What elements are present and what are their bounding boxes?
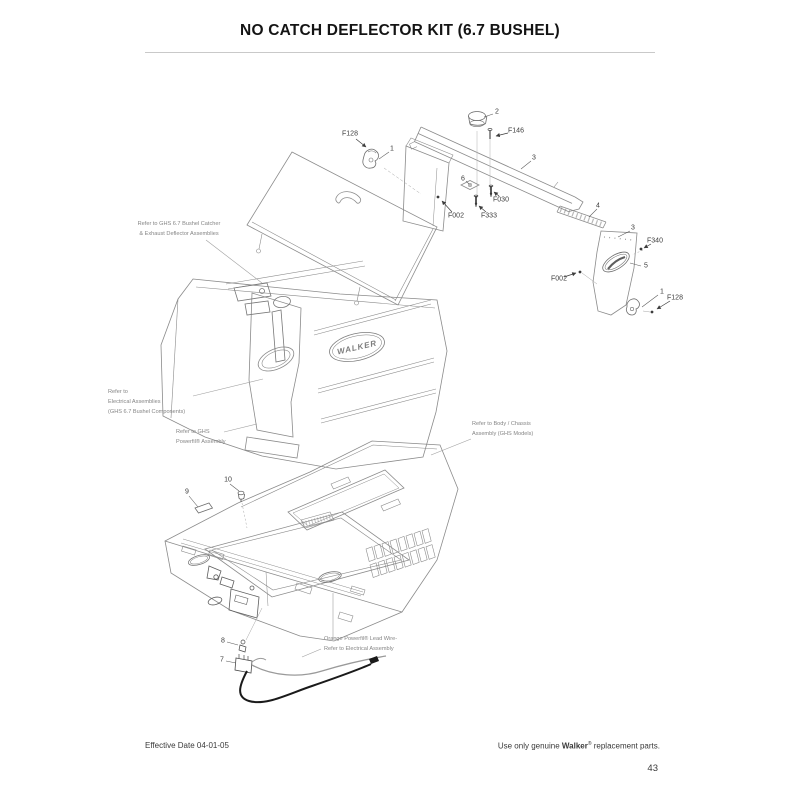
registered-mark: ® (587, 741, 592, 747)
note-catcher-assemblies: Refer to GHS 6.7 Bushel Catcher & Exhaus… (137, 221, 221, 237)
lead-wire-assembly-drawing (234, 639, 387, 704)
callout-6: 6 (461, 175, 465, 183)
callout-F333: F333 (481, 212, 497, 220)
catcher-box-drawing (160, 151, 448, 470)
note-leader-lines (192, 239, 472, 658)
side-panel-assembly-drawing (556, 205, 654, 316)
genuine-prefix: Use only genuine (497, 741, 562, 751)
page-number: 43 (647, 763, 658, 774)
genuine-suffix: replacement parts. (591, 741, 660, 751)
callout-2: 2 (495, 108, 499, 116)
catcher-logo-decal: WALKER (329, 332, 385, 362)
callout-3-panel: 3 (631, 224, 635, 232)
effective-date: Effective Date 04-01-05 (145, 741, 229, 750)
genuine-parts-note: Use only genuine Walker® replacement par… (498, 741, 660, 751)
callout-9: 9 (185, 488, 189, 496)
callout-7: 7 (220, 656, 224, 664)
callout-leader-lines (188, 113, 671, 664)
brand-name: Walker (561, 741, 588, 751)
callout-10: 10 (224, 476, 232, 484)
callout-F340: F340 (647, 237, 663, 245)
callout-1-upper: 1 (390, 145, 394, 153)
callout-1-panel: 1 (660, 288, 664, 296)
callout-3-deflector: 3 (532, 154, 536, 162)
callout-F030: F030 (493, 196, 509, 204)
chassis-deck-drawing (164, 440, 459, 642)
deflector-assembly-drawing (362, 111, 584, 232)
callout-4: 4 (596, 202, 600, 210)
catcher-logo-text: WALKER (336, 339, 378, 357)
callout-F128-upper: F128 (342, 130, 358, 138)
callout-F002-upper: F002 (448, 212, 464, 220)
note-electrical-assemblies: Refer to Electrical Assemblies (GHS 6.7 … (108, 389, 186, 415)
page-title: NO CATCH DEFLECTOR KIT (6.7 BUSHEL) (240, 22, 560, 39)
callout-5: 5 (644, 262, 648, 270)
callout-F002-panel: F002 (551, 275, 567, 283)
note-lead-wire: Orange Powerfil® Lead Wire- Refer to Ele… (324, 636, 398, 652)
callout-8: 8 (221, 637, 225, 645)
note-body-chassis-assembly: Refer to Body / Chassis Assembly (GHS Mo… (472, 421, 534, 437)
callout-F128-panel: F128 (667, 294, 683, 302)
note-powerfil-assembly: Refer to GHS Powerfil® Assembly (176, 429, 226, 445)
title-divider (145, 52, 655, 53)
callout-F146: F146 (508, 127, 524, 135)
